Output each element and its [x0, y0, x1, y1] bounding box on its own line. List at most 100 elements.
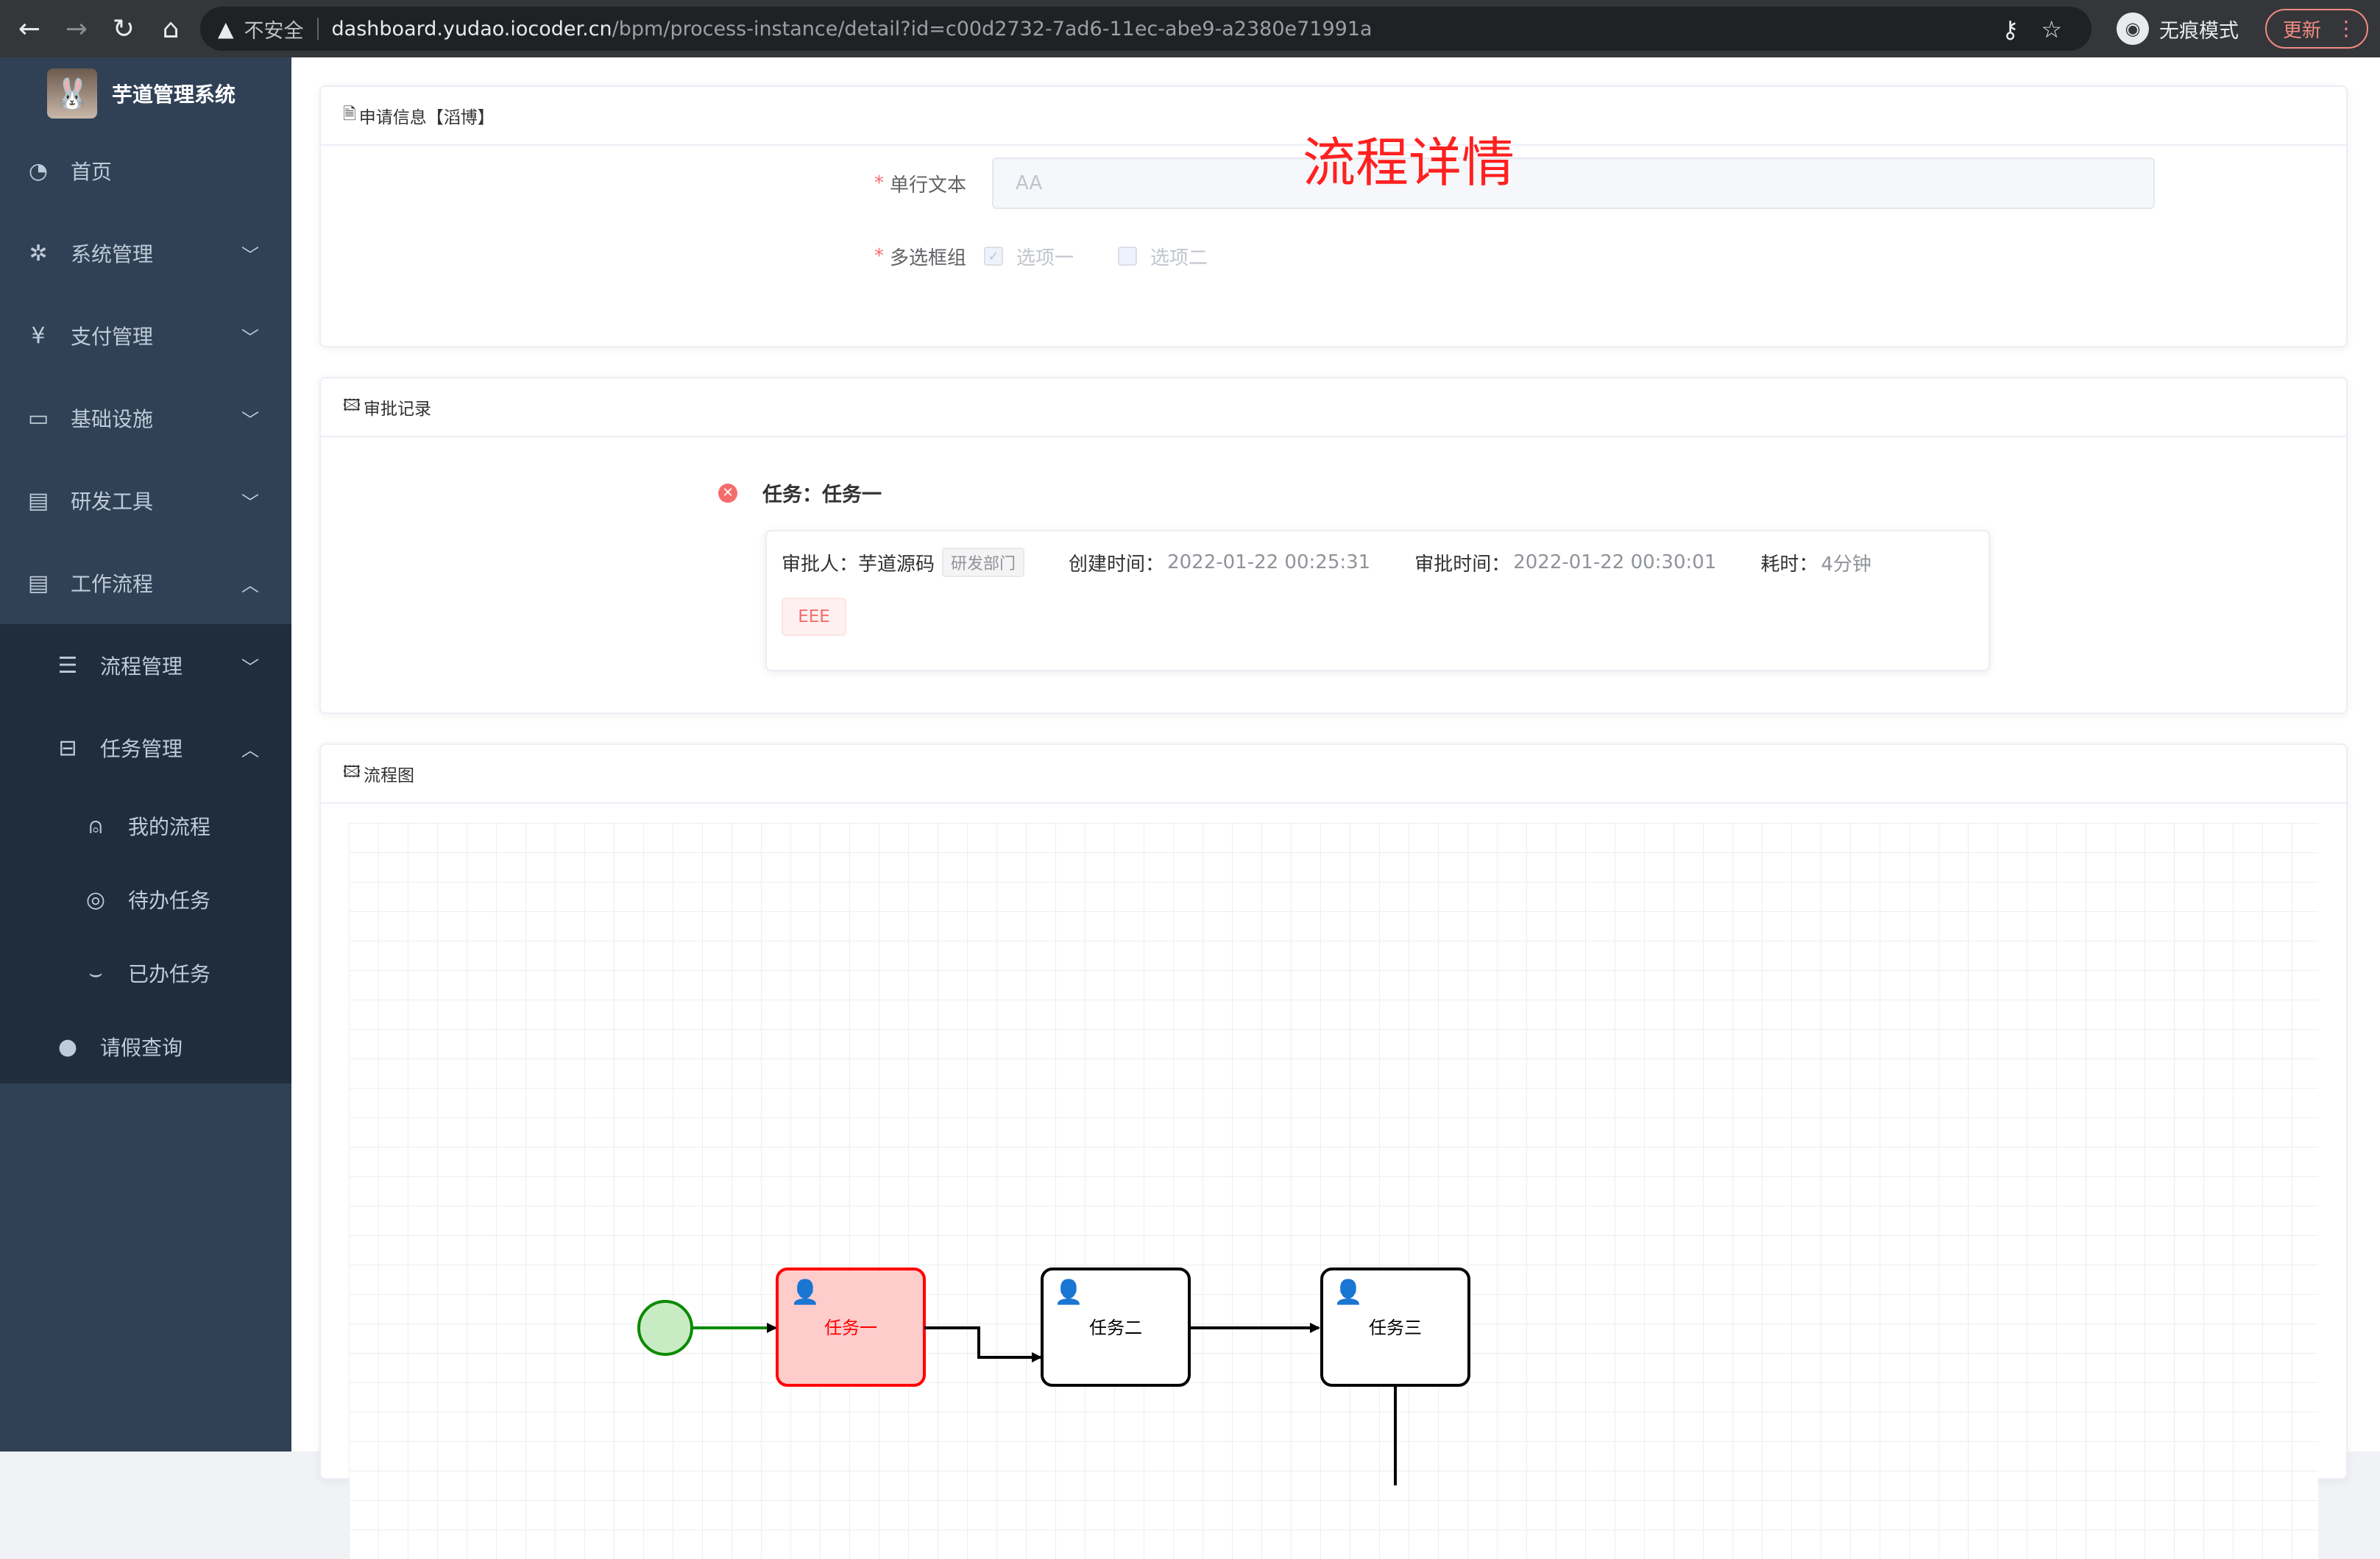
picture-icon: 🖾 [343, 763, 361, 782]
approve-time-label: 审批时间： [1414, 553, 1511, 576]
create-time-value: 2022-01-22 00:25:31 [1167, 551, 1371, 573]
user-task-icon: 👤 [1054, 1278, 1083, 1306]
approve-record-card: 🖾 审批记录 ✕ 任务：任务一 审批人： 芋道源码 研发部门 创建时间： 202… [319, 377, 2348, 714]
update-button[interactable]: 更新 ⋮ [2265, 9, 2368, 49]
incognito-icon: ◉ [2117, 13, 2149, 45]
bpmn-diagram: 👤 任务一 👤 任务二 👤 任务三 [637, 1268, 1470, 1485]
overlay-annotation-title: 流程详情 [1303, 132, 1515, 194]
warning-icon: ▲ [218, 16, 234, 41]
divider [316, 18, 319, 40]
card-header: 🖾 审批记录 [321, 378, 2346, 437]
sidebar-item-label: 请假查询 [100, 1036, 183, 1060]
sidebar-item-process-mgmt[interactable]: ☰ 流程管理 ﹀ [0, 624, 291, 707]
comment-tag: EEE [782, 598, 846, 636]
flow-task1-task2 [924, 1326, 1042, 1362]
insecure-label: 不安全 [244, 19, 304, 43]
tree-icon: ⊟ [58, 735, 77, 761]
back-icon[interactable]: ← [18, 13, 41, 44]
sidebar-item-label: 系统管理 [71, 242, 154, 266]
picture-icon: 🖾 [343, 397, 361, 415]
user-task-icon: 👤 [1334, 1278, 1363, 1306]
card-title: 流程图 [363, 766, 414, 785]
card-title: 申请信息【滔博】 [358, 108, 495, 127]
task-three-node[interactable]: 👤 任务三 [1320, 1268, 1470, 1387]
chevron-up-icon: ︿ [241, 574, 259, 595]
omnibox-actions: ⚷ ☆ [2002, 15, 2062, 43]
url-path: /bpm/process-instance/detail?id=c00d2732… [612, 17, 1373, 40]
forward-icon[interactable]: → [65, 13, 88, 44]
start-event[interactable] [637, 1300, 693, 1356]
sidebar-item-leave[interactable]: ● 请假查询 [0, 1010, 291, 1083]
star-icon[interactable]: ☆ [2041, 15, 2062, 43]
task-info-line: 审批人： 芋道源码 研发部门 创建时间： 2022-01-22 00:25:31… [782, 548, 1871, 577]
url-host: dashboard.yudao.iocoder.cn [331, 17, 612, 40]
eye-open-icon: ◎ [85, 886, 106, 913]
sidebar-item-label: 支付管理 [71, 325, 154, 349]
sidebar-item-todo[interactable]: ◎ 待办任务 [0, 863, 291, 936]
task-one-node[interactable]: 👤 任务一 [776, 1268, 926, 1387]
main-content: 🗎 申请信息【滔博】 * 单行文本 AA * 多选框组 ✓ 选项一 选项二 🖾 … [291, 57, 2380, 1559]
document-icon: 🗎 [343, 105, 356, 124]
checkbox-box [1118, 247, 1138, 266]
task-two-node[interactable]: 👤 任务二 [1041, 1268, 1191, 1387]
duration-label: 耗时： [1760, 553, 1818, 576]
card-title: 审批记录 [363, 400, 431, 419]
monitor-icon: ▭ [27, 405, 49, 431]
key-icon[interactable]: ⚷ [2001, 15, 2019, 43]
chevron-down-icon: ﹀ [241, 244, 259, 266]
card-header: 🖾 流程图 [321, 745, 2346, 804]
sidebar-item-home[interactable]: ◔ 首页 [0, 130, 291, 212]
checkbox-option-1[interactable]: ✓ 选项一 [984, 243, 1074, 270]
app-title: 芋道管理系统 [112, 82, 236, 107]
update-label: 更新 [2283, 19, 2322, 42]
more-vert-icon[interactable]: ⋮ [2336, 16, 2356, 40]
card-header: 🗎 申请信息【滔博】 [321, 87, 2346, 146]
sidebar-item-label: 任务管理 [100, 737, 183, 761]
sidebar-item-devtools[interactable]: ▤ 研发工具 ﹀ [0, 459, 291, 542]
approve-time-value: 2022-01-22 00:30:01 [1513, 551, 1717, 573]
sidebar-logo[interactable]: 🐰 芋道管理系统 [0, 57, 291, 130]
checkbox-label: 选项二 [1150, 247, 1208, 269]
checkbox-option-2[interactable]: 选项二 [1118, 243, 1208, 270]
address-bar[interactable]: ▲ 不安全 dashboard.yudao.iocoder.cn /bpm/pr… [200, 7, 2092, 51]
form-label: 单行文本 [890, 174, 967, 197]
create-time-label: 创建时间： [1069, 553, 1165, 576]
pilot-icon: ⍝ [89, 813, 102, 839]
task-label: 任务一 [824, 1318, 877, 1338]
sidebar-item-workflow[interactable]: ▤ 工作流程 ︿ [0, 542, 291, 624]
user-task-icon: 👤 [790, 1278, 820, 1306]
chevron-up-icon: ︿ [241, 739, 259, 760]
timeline-item-title: ✕ 任务：任务一 [718, 478, 882, 507]
logo-avatar-icon: 🐰 [47, 68, 97, 119]
sidebar-item-infra[interactable]: ▭ 基础设施 ﹀ [0, 377, 291, 459]
approver-name: 芋道源码 [858, 553, 935, 576]
close-circle-icon: ✕ [718, 483, 737, 503]
sidebar-item-label: 流程管理 [100, 654, 183, 679]
sidebar-item-label: 工作流程 [71, 572, 154, 596]
required-mark: * [874, 172, 884, 194]
home-icon[interactable]: ⌂ [162, 13, 180, 44]
reload-icon[interactable]: ↻ [112, 13, 135, 44]
sidebar-item-task-mgmt[interactable]: ⊟ 任务管理 ︿ [0, 707, 291, 789]
sidebar-item-label: 我的流程 [128, 815, 211, 839]
sidebar-item-label: 基础设施 [71, 407, 154, 431]
incognito-label: 无痕模式 [2159, 19, 2239, 43]
form-row-text: * 单行文本 AA [874, 158, 2380, 209]
dashboard-icon: ◔ [28, 158, 49, 184]
sidebar-item-pay[interactable]: ¥ 支付管理 ﹀ [0, 294, 291, 377]
chevron-down-icon: ﹀ [241, 409, 259, 431]
sidebar-item-done[interactable]: ⌣ 已办任务 [0, 936, 291, 1010]
workflow-submenu: ☰ 流程管理 ﹀ ⊟ 任务管理 ︿ ⍝ 我的流程 ◎ 待办任务 ⌣ 已办任务 ●… [0, 624, 291, 1083]
sidebar-item-system[interactable]: ✲ 系统管理 ﹀ [0, 212, 291, 294]
task-label: 任务三 [1369, 1318, 1422, 1338]
incognito-badge[interactable]: ◉ 无痕模式 [2117, 7, 2239, 51]
eye-closed-icon: ⌣ [88, 960, 103, 986]
sidebar-item-label: 首页 [71, 160, 113, 184]
diagram-canvas[interactable]: 👤 任务一 👤 任务二 👤 任务三 [349, 823, 2318, 1559]
single-text-input[interactable]: AA [992, 158, 2155, 209]
check-icon: ✓ [984, 247, 1004, 266]
chevron-down-icon: ﹀ [241, 327, 259, 348]
task-record-card: 审批人： 芋道源码 研发部门 创建时间： 2022-01-22 00:25:31… [765, 530, 1990, 671]
yen-icon: ¥ [31, 322, 46, 349]
sidebar-item-my-process[interactable]: ⍝ 我的流程 [0, 789, 291, 863]
